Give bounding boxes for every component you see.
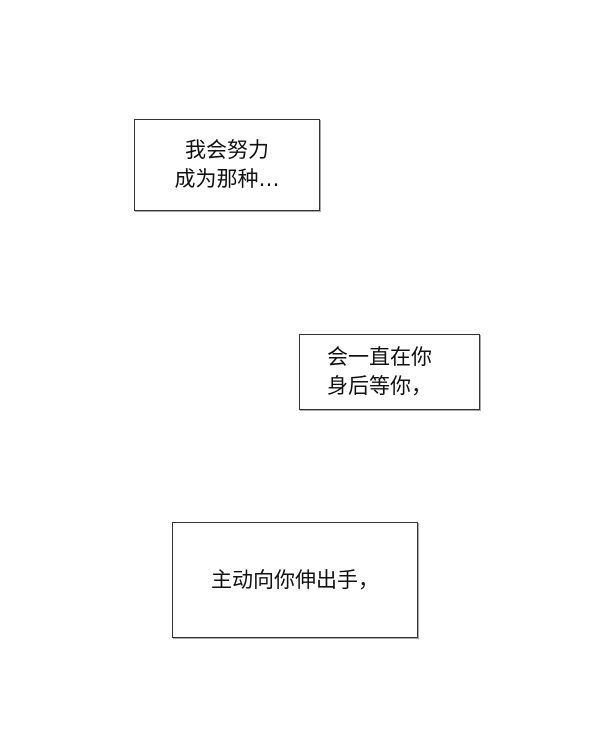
caption-line: 我会努力 <box>185 138 269 162</box>
caption-line: 身后等你， <box>327 374 432 398</box>
caption-line: 会一直在你 <box>327 345 432 369</box>
caption-box-2: 会一直在你 身后等你， <box>299 334 480 410</box>
caption-line: 成为那种… <box>174 167 280 191</box>
caption-line: 主动向你伸出手， <box>211 567 379 592</box>
caption-box-3: 主动向你伸出手， <box>172 522 418 638</box>
caption-box-1: 我会努力 成为那种… <box>134 119 320 211</box>
